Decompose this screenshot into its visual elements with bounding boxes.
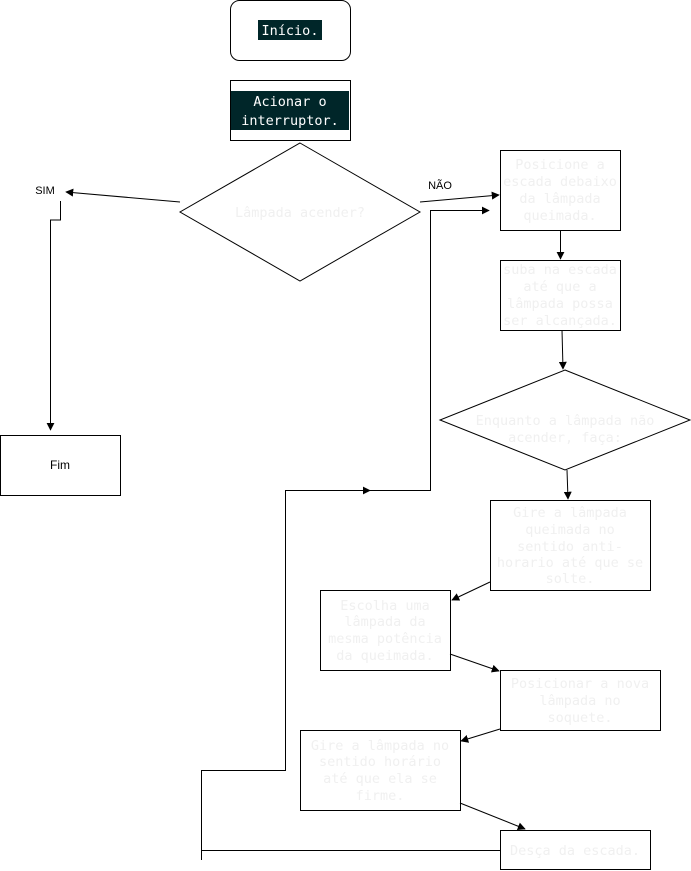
- position-ladder-line2: escada debaixo: [503, 174, 617, 190]
- edge-place-to-screw: [460, 728, 501, 743]
- climb-ladder-line2: até que a: [523, 279, 596, 295]
- switch-label-line2: interruptor.: [241, 113, 339, 129]
- decision-lamp-on-label: Lâmpada acender?: [235, 205, 365, 221]
- switch-label-bg: [231, 91, 349, 130]
- edge-unscrew-to-choose: [451, 581, 491, 601]
- place-new-bulb-node[interactable]: Posicionar a nova lâmpada no soquete.: [500, 670, 661, 731]
- unscrew-bulb-node[interactable]: Gire a lâmpada queimada no sentido anti-…: [490, 500, 651, 591]
- choose-bulb-line4: da queimada.: [336, 648, 434, 664]
- screw-line4: firme.: [356, 788, 405, 804]
- choose-bulb-node[interactable]: Escolha uma lâmpada da mesma potência da…: [320, 590, 451, 671]
- start-label: Início.: [262, 23, 319, 39]
- unscrew-line1: Gire a lâmpada: [513, 505, 627, 521]
- edge-climb-to-while: [558, 329, 567, 370]
- start-node[interactable]: Início.: [230, 0, 351, 61]
- screw-line1: Gire a lâmpada no: [311, 738, 449, 754]
- position-ladder-node[interactable]: Posicione a escada debaixo da lâmpada qu…: [500, 150, 621, 231]
- edge-sim-to-fim: [46, 201, 61, 431]
- choose-bulb-line1: Escolha uma: [340, 598, 429, 614]
- choose-bulb-line2: lâmpada da: [344, 614, 425, 630]
- choose-bulb-line3: mesma potência: [328, 631, 442, 647]
- climb-ladder-line4: ser alcançada.: [503, 313, 617, 329]
- descend-label: Desça da escada.: [510, 843, 640, 859]
- climb-ladder-line1: suba na escada: [503, 262, 617, 278]
- switch-node[interactable]: Acionar o interruptor.: [230, 80, 351, 141]
- switch-label-line1: Acionar o: [253, 94, 326, 110]
- nao-label: NÃO: [428, 179, 452, 192]
- climb-ladder-node[interactable]: suba na escada até que a lâmpada possa s…: [500, 260, 621, 331]
- unscrew-line4: horario até que se: [497, 555, 643, 571]
- screw-line3: até que ela se: [323, 771, 437, 787]
- end-label: Fim: [50, 458, 70, 472]
- position-ladder-line1: Posicione a: [515, 157, 604, 173]
- edge-choose-to-place: [449, 653, 500, 673]
- place-bulb-line1: Posicionar a nova: [511, 676, 649, 692]
- unscrew-line3: sentido anti-: [517, 539, 623, 555]
- position-ladder-line4: queimada.: [523, 208, 596, 224]
- climb-ladder-line3: lâmpada possa: [507, 296, 613, 312]
- unscrew-line5: solte.: [546, 571, 595, 587]
- end-node[interactable]: Fim: [0, 435, 121, 496]
- screw-bulb-node[interactable]: Gire a lâmpada no sentido horário até qu…: [300, 730, 461, 811]
- while-label-line1: Enquanto a lâmpada não: [476, 413, 655, 429]
- sim-label: SIM: [35, 185, 55, 197]
- place-bulb-line2: lâmpada no: [539, 693, 620, 709]
- decision-while-not-on[interactable]: Enquanto a lâmpada não acender, faça:: [438, 369, 691, 471]
- edge-loop-return: [201, 486, 501, 851]
- start-label-bg: [258, 20, 322, 40]
- place-bulb-line3: soquete.: [547, 710, 612, 726]
- unscrew-line2: queimada no: [525, 522, 614, 538]
- decision-lamp-on[interactable]: Lâmpada acender?: [178, 142, 422, 282]
- edge-decision-to-position: [419, 191, 500, 203]
- descend-ladder-node[interactable]: Desça da escada.: [500, 830, 651, 870]
- while-label-line2: acender, faça:: [508, 430, 622, 446]
- edge-loop-to-position: [370, 206, 490, 491]
- position-ladder-line3: da lâmpada: [519, 191, 600, 207]
- edge-while-to-unscrew: [563, 469, 572, 500]
- edge-decision-to-sim: [65, 188, 181, 203]
- screw-line2: sentido horário: [319, 754, 441, 770]
- edge-screw-to-descend: [459, 802, 526, 831]
